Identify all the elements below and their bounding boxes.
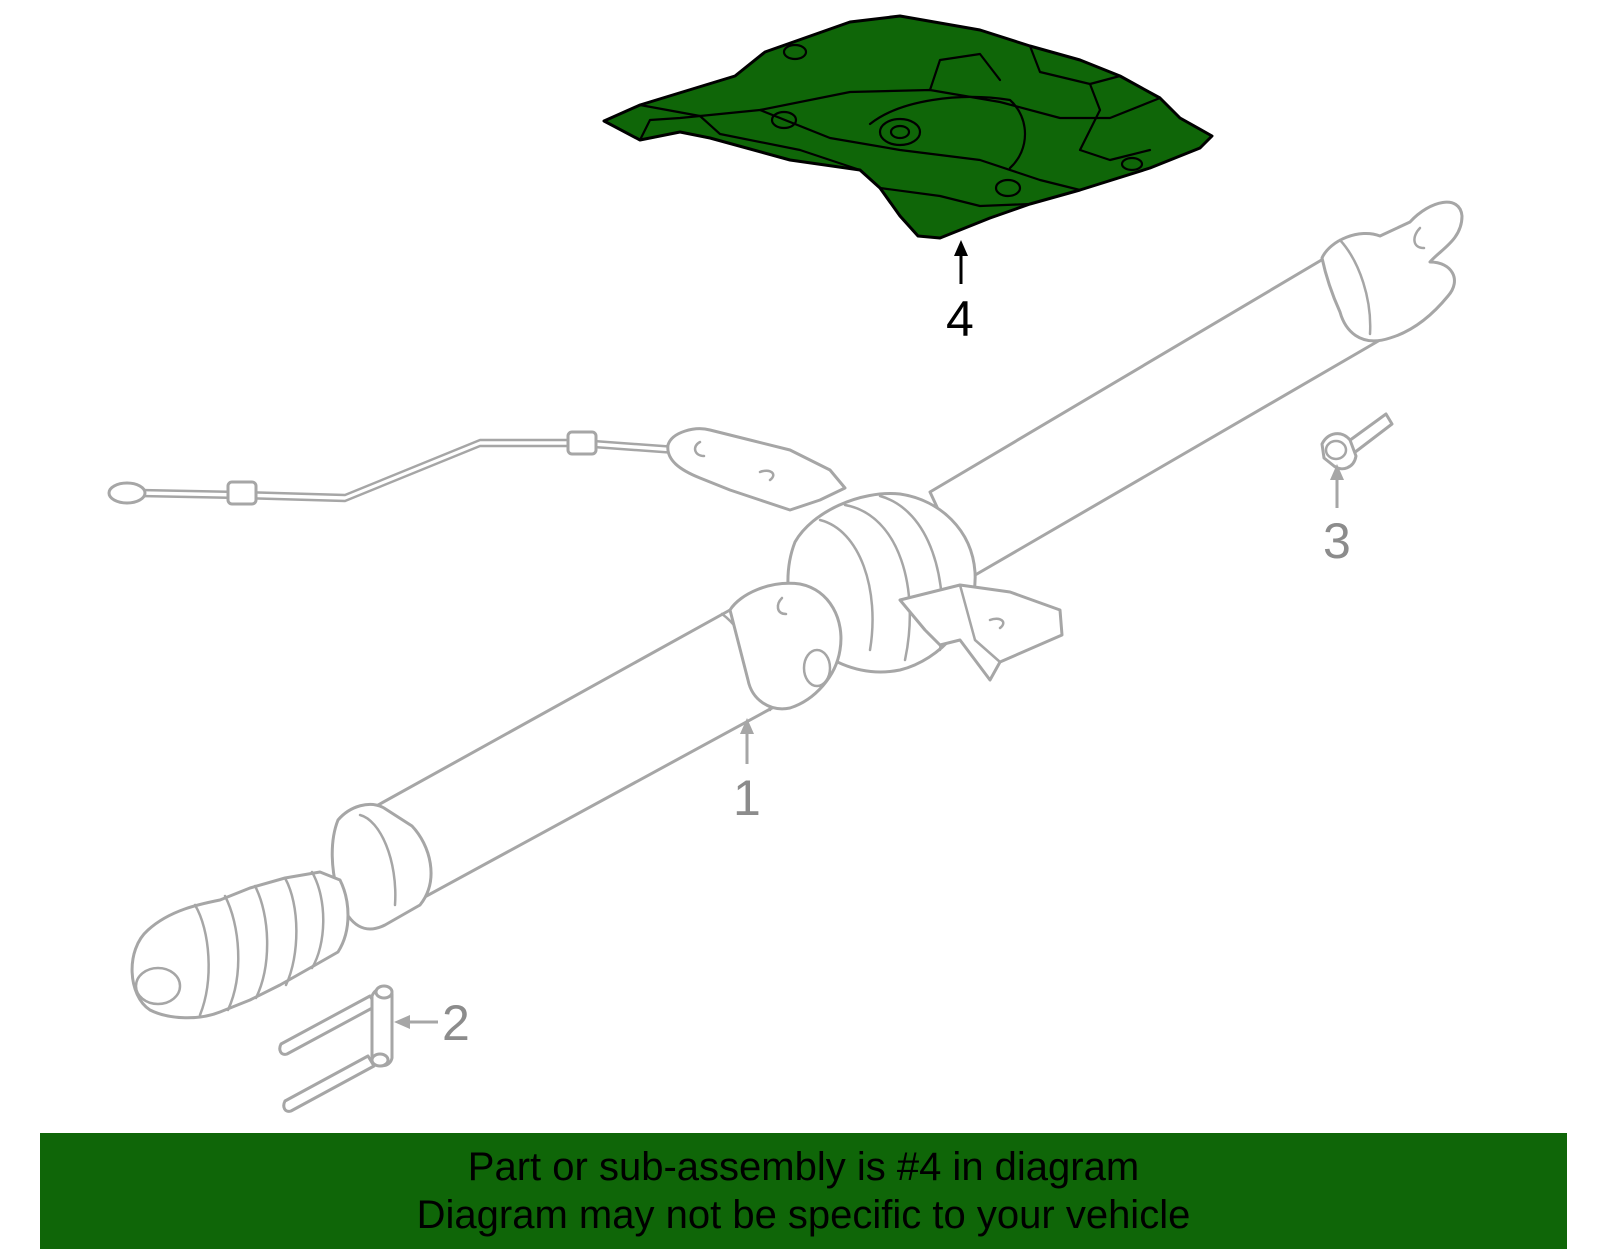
bolt-icon[interactable] [1320, 412, 1394, 471]
callout-1: 1 [733, 718, 761, 826]
footer-banner-bg [40, 1133, 1567, 1249]
callout-4: 4 [946, 240, 974, 347]
footer-line-2: Diagram may not be specific to your vehi… [416, 1193, 1191, 1237]
clip-bolts-icon[interactable] [278, 984, 394, 1113]
callout-2-label: 2 [442, 995, 470, 1051]
heat-shield-icon[interactable] [602, 14, 1214, 240]
callout-2: 2 [394, 995, 470, 1051]
drive-shaft-icon[interactable] [130, 200, 1464, 1020]
callout-3-label: 3 [1323, 513, 1351, 569]
footer-banner: Part or sub-assembly is #4 in diagram Di… [40, 1133, 1567, 1249]
callout-3: 3 [1323, 464, 1351, 569]
parking-brake-cable-icon[interactable] [107, 427, 847, 512]
callout-4-label: 4 [946, 291, 974, 347]
heat-shield-body [602, 14, 1214, 240]
footer-line-1: Part or sub-assembly is #4 in diagram [467, 1145, 1140, 1189]
callout-1-label: 1 [733, 770, 761, 826]
